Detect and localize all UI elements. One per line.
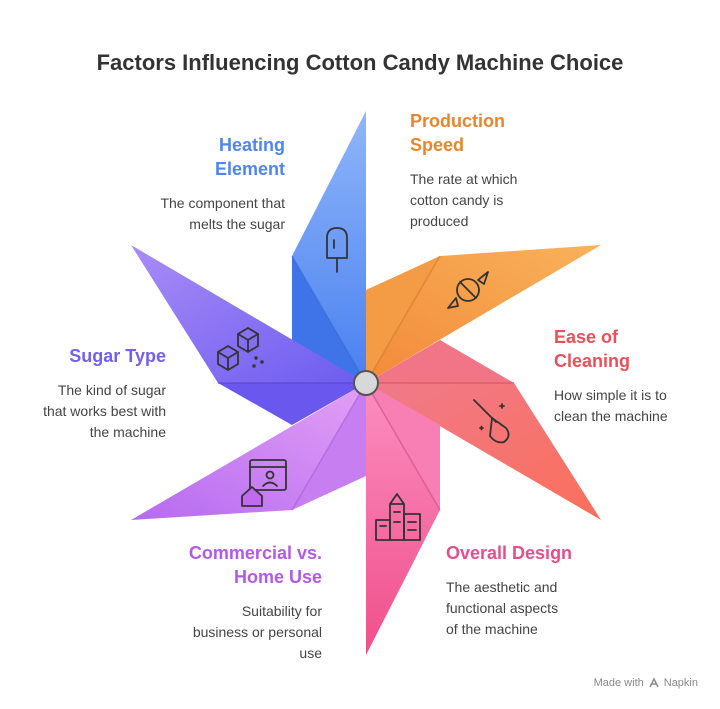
factor-heading: Home Use [233,567,322,587]
factor-heading: Commercial vs. [188,543,322,563]
blade-heating-element [291,111,367,384]
factor-description: The component that [160,195,285,211]
factor-description: of the machine [446,621,538,637]
factor-description: use [299,645,322,661]
factor-description: The rate at which [410,171,518,187]
factor-description: the machine [89,424,166,440]
blade-sugar-type [131,245,366,425]
blade-overall-design [365,382,441,655]
factor-description: The aesthetic and [446,579,558,595]
factor-heading: Production [410,111,505,131]
home-user-icon [241,459,287,507]
napkin-logo-icon [649,677,659,688]
factor-production-speed: Production Speed The rate at which cotto… [410,109,630,232]
broom-icon [473,399,510,444]
city-buildings-icon [375,493,421,541]
factor-heading: Ease of [554,327,619,347]
blade-commercial-home [131,382,367,520]
factor-ease-of-cleaning: Ease of Cleaning How simple it is to cle… [554,325,714,427]
center-hub [353,370,379,396]
blade-production-speed [365,245,601,384]
factor-description: melts the sugar [189,216,285,232]
factor-description: clean the machine [554,408,668,424]
factor-overall-design: Overall Design The aesthetic and functio… [446,541,666,640]
candy-icon [447,271,489,309]
page-title: Factors Influencing Cotton Candy Machine… [96,50,624,75]
factor-sugar-type: Sugar Type The kind of sugar that works … [6,344,166,443]
factor-heading: Overall Design [446,543,573,563]
factor-description: that works best with [43,403,166,419]
factor-description: produced [410,213,469,229]
factor-heading: Cleaning [554,351,631,371]
footer-text: Made with [593,677,644,689]
factor-description: business or personal [192,624,322,640]
factor-commercial-home-use: Commercial vs. Home Use Suitability for … [102,541,322,664]
factor-heating-element: Heating Element The component that melts… [65,133,285,235]
footer-brand: Napkin [663,677,698,689]
popsicle-icon [326,227,348,273]
factor-heading: Element [214,159,285,179]
factor-heading: Heating [218,135,285,155]
factor-heading: Speed [410,135,465,155]
factor-description: cotton candy is [410,192,504,208]
factor-description: How simple it is to [554,387,667,403]
factor-description: Suitability for [241,603,322,619]
factor-heading: Sugar Type [69,346,166,366]
made-with-footer[interactable]: Made with Napkin [594,677,698,689]
sugar-cubes-icon [217,327,264,371]
factor-description: functional aspects [446,600,559,616]
factor-description: The kind of sugar [57,382,166,398]
